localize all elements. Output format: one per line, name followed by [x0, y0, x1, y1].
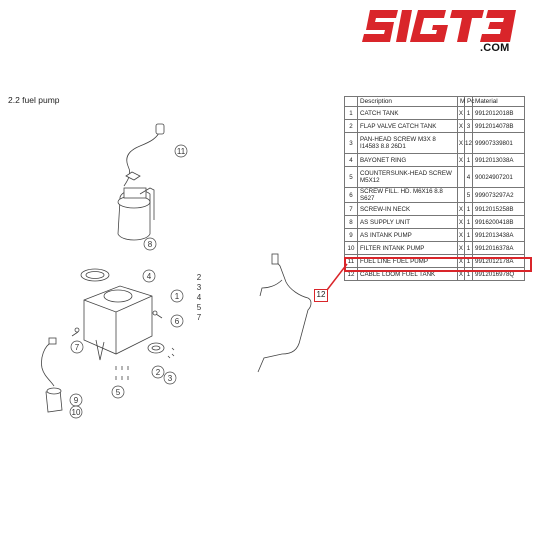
cable-loom-12 — [257, 259, 312, 373]
table-row[interactable]: 5 COUNTERSUNK-HEAD SCREW M5X12 4 9002490… — [344, 166, 525, 188]
label-3-group: 3 — [197, 283, 202, 292]
cell-material: 9912015258B — [472, 202, 525, 216]
cell-pos: 7 — [344, 202, 358, 216]
label-6: 6 — [175, 317, 180, 326]
header-pos — [344, 96, 358, 107]
cell-pc: 12 — [464, 132, 473, 154]
cell-pos: 9 — [344, 228, 358, 242]
cell-pos: 10 — [344, 241, 358, 255]
table-row[interactable]: 10 FILTER INTANK PUMP X 1 9912016378A — [344, 241, 525, 255]
label-9: 9 — [74, 396, 79, 405]
header-description: Description — [357, 96, 458, 107]
cell-description: BAYONET RING — [357, 153, 458, 167]
header-material: Material — [472, 96, 525, 107]
cell-material: 9912014078B — [472, 119, 525, 133]
label-3: 3 — [168, 374, 173, 383]
pipe — [41, 341, 55, 387]
cell-m: X — [457, 202, 465, 216]
logo-mark — [362, 10, 516, 42]
table-row[interactable]: 3 PAN-HEAD SCREW M3X 8 I14583 8.8 26D1 X… — [344, 132, 525, 154]
cell-description: FLAP VALVE CATCH TANK — [357, 119, 458, 133]
label-10: 10 — [72, 408, 81, 417]
logo-domain: .COM — [480, 42, 510, 54]
table-row[interactable]: 7 SCREW-IN NECK X 1 9912015258B — [344, 202, 525, 216]
table-row[interactable]: 2 FLAP VALVE CATCH TANK X 3 9912014078B — [344, 119, 525, 133]
label-4-group: 4 — [197, 293, 202, 302]
cell-material: 9916200418B — [472, 215, 525, 229]
cell-description: COUNTERSUNK-HEAD SCREW M5X12 — [357, 166, 458, 188]
cell-description: PAN-HEAD SCREW M3X 8 I14583 8.8 26D1 — [357, 132, 458, 154]
row-highlight-frame — [344, 257, 532, 272]
bayonet-ring-4 — [80, 268, 110, 282]
cell-m: X — [457, 119, 465, 133]
cell-material: 99907339801 — [472, 132, 525, 154]
cell-m: X — [457, 153, 465, 167]
cell-pos: 4 — [344, 153, 358, 167]
catch-tank-1 — [83, 285, 153, 355]
cell-material: 999073297A2 — [472, 187, 525, 203]
label-5: 5 — [116, 388, 121, 397]
cell-pc: 1 — [464, 202, 473, 216]
parts-table: Description M Pc Material 1 CATCH TANK X… — [344, 96, 525, 281]
cell-description: FILTER INTANK PUMP — [357, 241, 458, 255]
cell-pc: 4 — [464, 166, 473, 188]
cell-m: X — [457, 241, 465, 255]
section-title: 2.2 fuel pump — [8, 95, 60, 105]
cell-pc: 1 — [464, 241, 473, 255]
cell-m: X — [457, 215, 465, 229]
cell-material: 90024907201 — [472, 166, 525, 188]
callout-12[interactable]: 12 — [314, 289, 328, 302]
brand-logo[interactable]: .COM — [360, 8, 518, 56]
cell-pc: 5 — [464, 187, 473, 203]
cell-pc: 1 — [464, 215, 473, 229]
cell-m — [457, 187, 465, 203]
label-8: 8 — [148, 240, 153, 249]
label-11: 11 — [177, 147, 186, 156]
cell-material: 9912013038A — [472, 153, 525, 167]
cell-m: X — [457, 132, 465, 154]
cell-description: CATCH TANK — [357, 106, 458, 120]
table-row[interactable]: 9 AS INTANK PUMP X 1 9912013438A — [344, 228, 525, 242]
header-m: M — [457, 96, 465, 107]
cell-pc: 1 — [464, 153, 473, 167]
table-row[interactable]: 6 SCREW FILL. HD. M6X16 8.8 S627 5 99907… — [344, 187, 525, 203]
flap-valve-2 — [147, 342, 165, 354]
cell-m — [457, 166, 465, 188]
cell-m: X — [457, 106, 465, 120]
cell-pos: 1 — [344, 106, 358, 120]
label-4: 4 — [147, 272, 152, 281]
label-7-group: 7 — [197, 313, 202, 322]
label-2-group: 2 — [197, 273, 202, 282]
exploded-parts-diagram: 11 8 4 2 3 4 5 7 1 6 7 2 3 5 9 10 — [41, 123, 312, 419]
cell-m: X — [457, 228, 465, 242]
cell-pos: 8 — [344, 215, 358, 229]
cell-pos: 6 — [344, 187, 358, 203]
header-pc: Pc — [464, 96, 474, 107]
cell-description: AS INTANK PUMP — [357, 228, 458, 242]
cell-pos: 2 — [344, 119, 358, 133]
cell-description: SCREW FILL. HD. M6X16 8.8 S627 — [357, 187, 458, 203]
cell-material: 9912013438A — [472, 228, 525, 242]
table-row[interactable]: 1 CATCH TANK X 1 9912012018B — [344, 106, 525, 120]
table-header: Description M Pc Material — [344, 96, 525, 107]
label-7: 7 — [75, 343, 80, 352]
cell-pc: 1 — [464, 228, 473, 242]
label-1: 1 — [175, 292, 180, 301]
table-row[interactable]: 8 AS SUPPLY UNIT X 1 9916200418B — [344, 215, 525, 229]
label-2: 2 — [156, 368, 161, 377]
cell-pos: 5 — [344, 166, 358, 188]
cell-pc: 1 — [464, 106, 473, 120]
table-row[interactable]: 4 BAYONET RING X 1 9912013038A — [344, 153, 525, 167]
label-5-group: 5 — [197, 303, 202, 312]
cell-material: 9912012018B — [472, 106, 525, 120]
cell-pc: 3 — [464, 119, 473, 133]
cell-pos: 3 — [344, 132, 358, 154]
callout-connector — [327, 263, 348, 291]
cell-material: 9912016378A — [472, 241, 525, 255]
cell-description: AS SUPPLY UNIT — [357, 215, 458, 229]
cell-description: SCREW-IN NECK — [357, 202, 458, 216]
